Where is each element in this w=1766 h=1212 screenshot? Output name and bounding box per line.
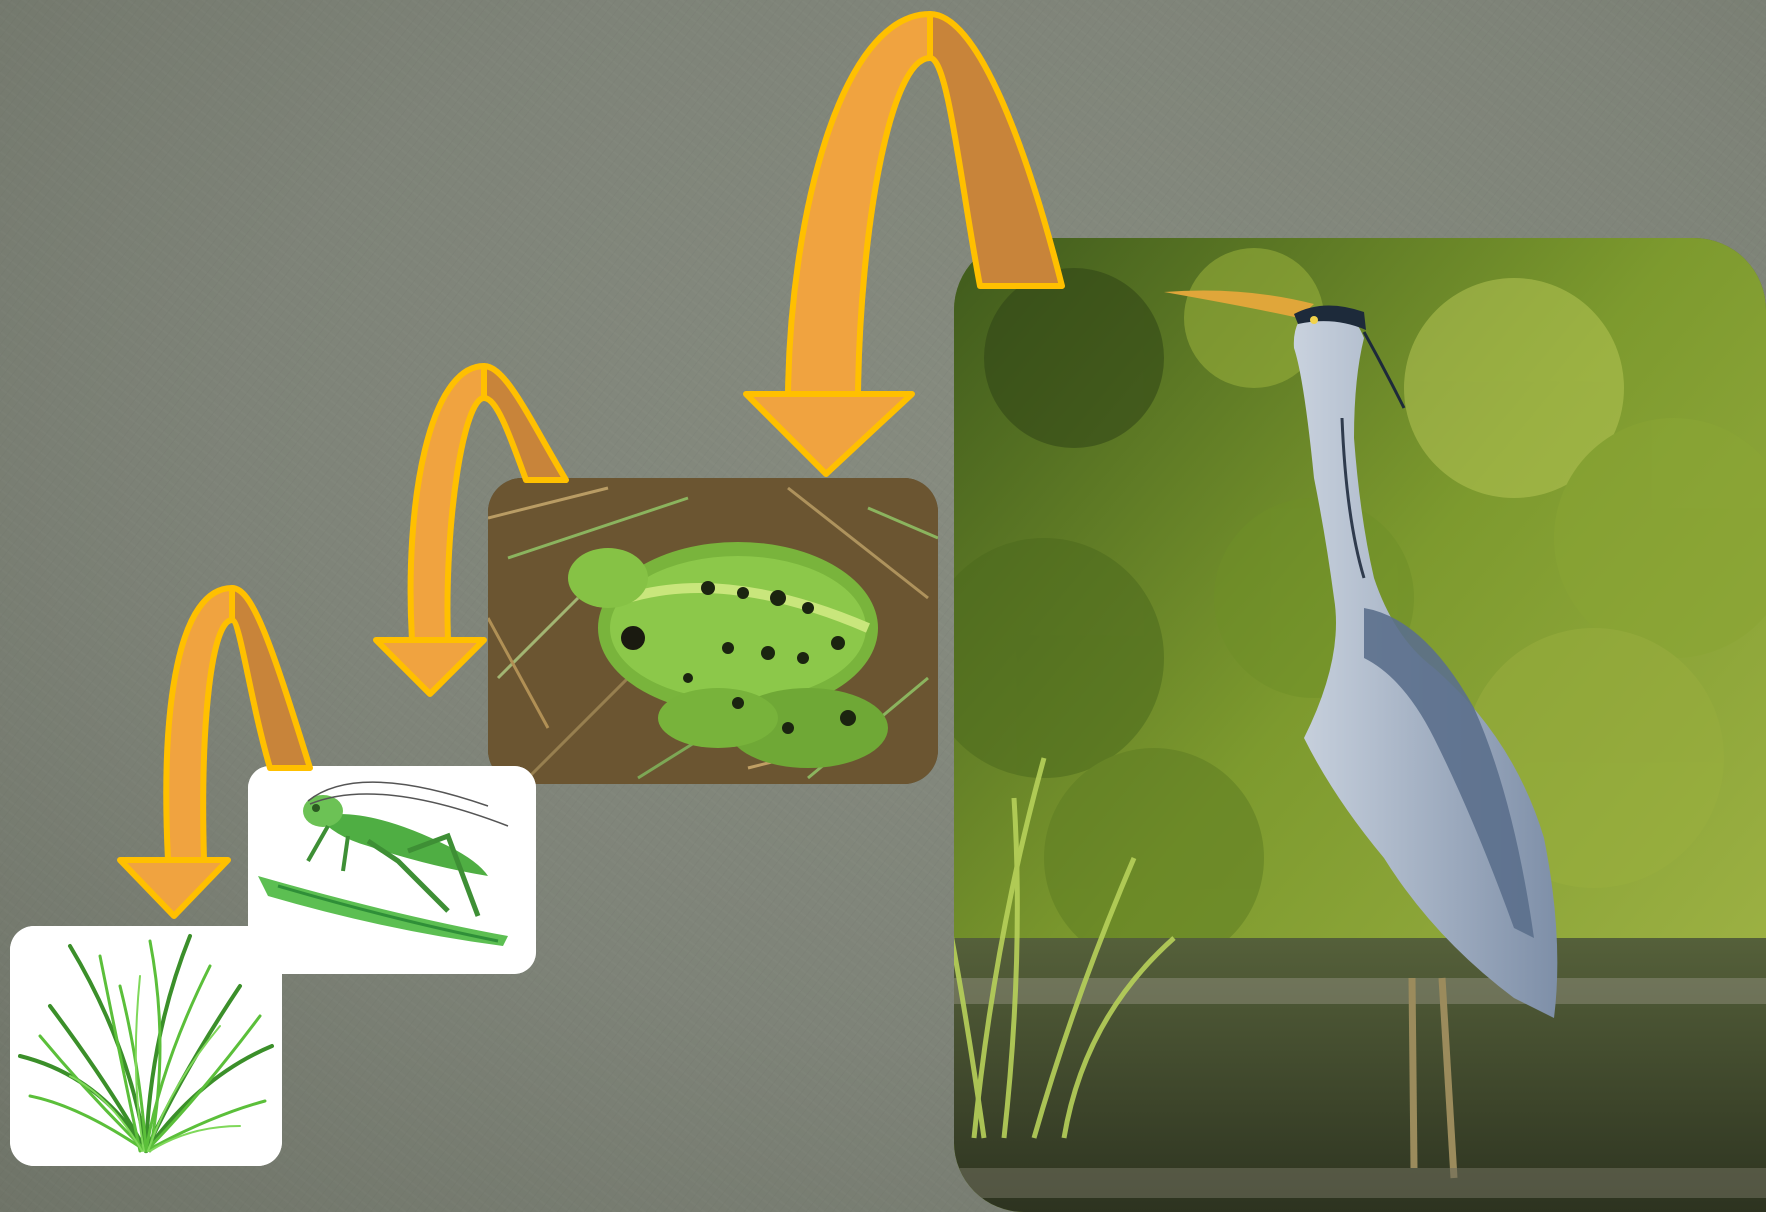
frog-image xyxy=(488,478,938,784)
grasshopper-image xyxy=(248,766,536,974)
grass-image xyxy=(10,926,282,1166)
heron-image xyxy=(954,238,1766,1212)
